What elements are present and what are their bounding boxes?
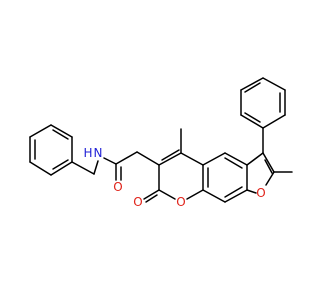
bond bbox=[50, 124, 73, 138]
amide-nitrogen-label: N bbox=[94, 146, 103, 160]
bond bbox=[29, 161, 52, 176]
double-bond-inner bbox=[224, 157, 243, 169]
amide-oxygen-label: O bbox=[113, 180, 122, 194]
bond bbox=[103, 157, 117, 165]
bond bbox=[246, 152, 264, 166]
double-bond-inner bbox=[52, 129, 69, 140]
bond bbox=[50, 161, 73, 176]
double-bond-inner bbox=[244, 82, 261, 93]
bond bbox=[240, 114, 264, 129]
bond bbox=[136, 151, 160, 166]
central-benzene-ring bbox=[202, 152, 248, 203]
bond bbox=[29, 124, 52, 138]
bond bbox=[202, 189, 226, 203]
molecule-structure-diagram: N H O O O O bbox=[29, 77, 293, 209]
bond bbox=[262, 152, 275, 173]
pyranone-ring bbox=[143, 128, 204, 203]
bond bbox=[262, 114, 286, 129]
bond bbox=[180, 152, 204, 166]
double-bond-inner bbox=[145, 194, 158, 203]
bond bbox=[224, 152, 248, 166]
amide-hydrogen-label: H bbox=[83, 146, 92, 160]
bond bbox=[158, 152, 182, 166]
double-bond-inner bbox=[161, 149, 180, 161]
amide-chain bbox=[71, 151, 160, 181]
bond bbox=[262, 77, 286, 91]
lactone-carbonyl-oxygen-label: O bbox=[133, 195, 142, 209]
double-bond-inner bbox=[52, 159, 69, 170]
bond bbox=[224, 189, 248, 203]
bond bbox=[240, 77, 264, 91]
bond bbox=[186, 189, 204, 200]
double-bond-inner bbox=[244, 112, 261, 123]
double-bond-inner bbox=[224, 186, 243, 198]
top-phenyl-ring bbox=[240, 77, 286, 154]
bond bbox=[143, 189, 160, 200]
bond bbox=[202, 152, 226, 166]
double-bond-inner bbox=[264, 159, 273, 174]
furan-ring bbox=[246, 152, 293, 194]
bond bbox=[265, 171, 275, 186]
bond bbox=[115, 151, 138, 165]
bond bbox=[93, 160, 99, 175]
atom-labels: N H O O O O bbox=[83, 146, 265, 209]
pyran-ring-oxygen-label: O bbox=[176, 195, 185, 209]
benzyl-phenyl-ring bbox=[29, 124, 73, 176]
bond bbox=[246, 189, 257, 194]
furan-ring-oxygen-label: O bbox=[256, 186, 265, 200]
bond bbox=[71, 161, 95, 175]
bond bbox=[158, 189, 176, 200]
